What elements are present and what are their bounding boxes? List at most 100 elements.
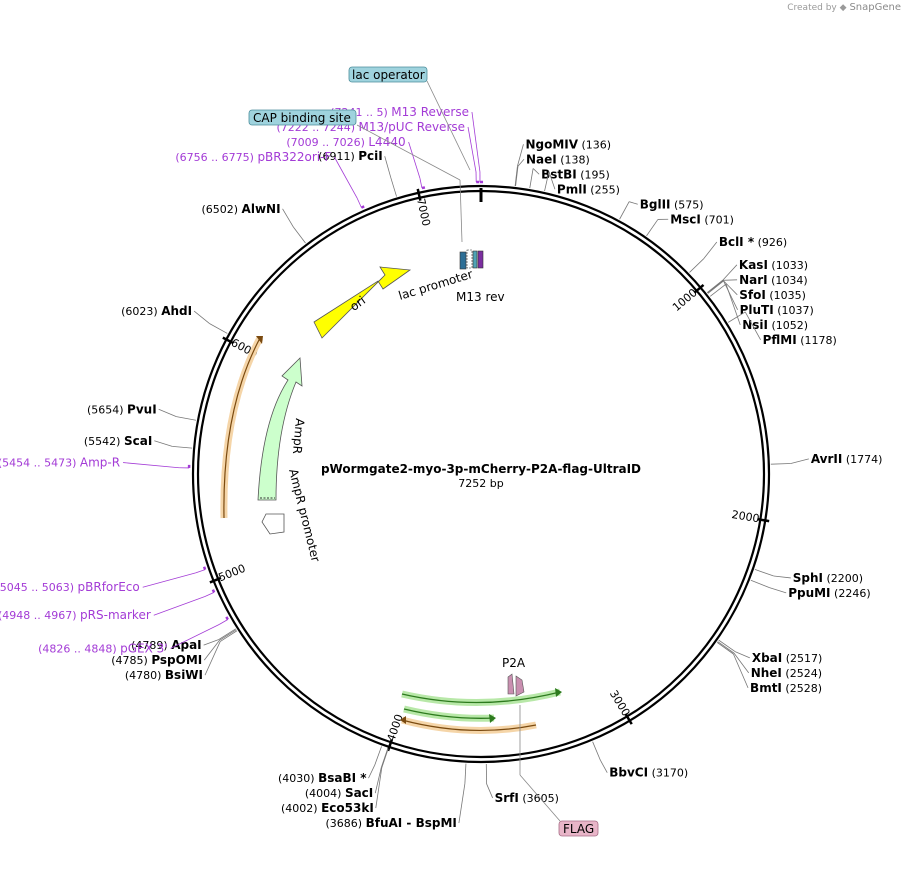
green-arc-1-line xyxy=(401,691,561,704)
enzyme-leader xyxy=(517,144,524,167)
enzyme-label: BbvCI (3170) xyxy=(609,766,688,780)
enzyme-leader xyxy=(750,579,770,588)
enzyme-leader xyxy=(176,416,197,421)
enzyme-name: BclI * xyxy=(719,235,755,249)
enzyme-position: (1033) xyxy=(768,259,808,272)
primer-range: (5045 .. 5063) xyxy=(0,581,78,594)
enzyme-leader xyxy=(529,168,534,189)
enzyme-position: (6023) xyxy=(121,305,161,318)
enzyme-leader xyxy=(193,310,211,325)
flag-box xyxy=(558,820,599,837)
enzyme-name: SphI xyxy=(793,571,823,585)
enzyme-name: ScaI xyxy=(124,434,152,448)
orange-arc-bottom-head xyxy=(400,716,406,724)
enzyme-name: MscI xyxy=(670,212,701,226)
enzyme-label: (3686) BfuAI - BspMI xyxy=(326,816,457,830)
enzyme-name: Eco53kI xyxy=(321,801,374,815)
enzyme-leader xyxy=(646,219,659,237)
enzyme-leader xyxy=(384,156,392,178)
enzyme-name: PluTI xyxy=(740,303,774,317)
enzyme-label: NgoMIV (136) xyxy=(525,137,611,151)
primer-range: (7009 .. 7026) xyxy=(286,136,368,149)
enzyme-position: (138) xyxy=(557,153,590,166)
enzyme-position: (195) xyxy=(577,168,610,181)
primer-label: (7009 .. 7026) L4440 xyxy=(286,135,405,149)
enzyme-leader xyxy=(381,748,389,768)
primer-leader xyxy=(153,596,206,616)
primer-mark xyxy=(225,616,229,621)
enzyme-label: (4002) Eco53kI xyxy=(281,801,374,815)
enzyme-leader xyxy=(515,166,519,187)
enzyme-label: PmlI (255) xyxy=(557,182,620,196)
enzyme-name: PspOMI xyxy=(151,653,202,667)
tick-label: 5000 xyxy=(217,562,248,584)
enzyme-name: SfoI xyxy=(739,288,766,302)
enzyme-leader xyxy=(769,587,787,594)
enzyme-name: BsiWI xyxy=(165,668,203,682)
enzyme-leader xyxy=(727,311,746,323)
enzyme-leader xyxy=(172,445,193,449)
enzyme-leader xyxy=(548,171,556,190)
cap-site-box xyxy=(248,109,357,126)
enzyme-leader xyxy=(629,201,638,205)
cap-site-box-label: CAP binding site xyxy=(253,111,351,125)
enzyme-label: BstBI (195) xyxy=(541,167,610,181)
enzyme-name: AvrII xyxy=(811,452,843,466)
enzyme-leader xyxy=(723,280,738,311)
primer-leader xyxy=(334,156,358,199)
primer-name: pRS-marker xyxy=(80,608,151,622)
enzyme-name: BglII xyxy=(640,197,671,211)
primer-mark xyxy=(421,186,426,190)
enzyme-position: (1035) xyxy=(766,289,806,302)
enzyme-leader xyxy=(703,241,718,259)
p2a-feature xyxy=(507,673,515,695)
flag-box-label: FLAG xyxy=(563,822,594,836)
enzyme-name: BbvCI xyxy=(609,766,648,780)
enzyme-name: SacI xyxy=(345,786,373,800)
lac-operator-box-label: lac operator xyxy=(352,68,425,82)
orange-arc-bottom-line xyxy=(401,719,537,732)
primer-label: (4826 .. 4848) pGEX 3' xyxy=(38,641,168,655)
enzyme-position: (1037) xyxy=(774,304,814,317)
enzyme-leader xyxy=(770,463,791,465)
enzyme-name: BmtI xyxy=(750,681,782,695)
enzyme-name: NaeI xyxy=(526,152,557,166)
primer-range: (4948 .. 4967) xyxy=(0,609,80,622)
primer-label: (5454 .. 5473) Amp-R xyxy=(0,456,120,470)
enzyme-name: NheI xyxy=(751,666,782,680)
primer-label: (4948 .. 4967) pRS-marker xyxy=(0,608,151,622)
enzyme-leader xyxy=(707,280,724,294)
enzyme-leader xyxy=(754,569,774,577)
cap-site-leader-2 xyxy=(459,179,463,243)
plasmid-length: 7252 bp xyxy=(458,477,503,490)
p2a-label: P2A xyxy=(502,656,526,670)
enzyme-name: PvuI xyxy=(127,402,157,416)
enzyme-leader xyxy=(293,226,306,244)
enzyme-position: (2517) xyxy=(782,652,822,665)
enzyme-label: NheI (2524) xyxy=(751,666,822,680)
enzyme-leader xyxy=(375,767,383,809)
primer-leader xyxy=(170,624,220,649)
tick-label: 2000 xyxy=(731,508,761,525)
enzyme-leader xyxy=(717,641,735,654)
enzyme-name: PpuMI xyxy=(788,586,830,600)
enzyme-leader xyxy=(734,651,751,659)
green-arc-2-head xyxy=(489,714,496,723)
enzyme-label: (6023) AhdI xyxy=(121,304,192,318)
enzyme-leader xyxy=(154,440,173,447)
ampr-promoter-feature xyxy=(261,513,285,535)
backbone-outer xyxy=(191,184,771,764)
enzyme-leader xyxy=(716,642,734,655)
enzyme-position: (6911) xyxy=(318,150,358,163)
primer-name: pBR322ori-F xyxy=(257,150,331,164)
primer-leader xyxy=(195,569,206,574)
primer-leader xyxy=(204,592,215,597)
enzyme-leader xyxy=(709,283,727,297)
primer-mark xyxy=(360,205,365,209)
cap-site-leader xyxy=(356,124,461,181)
primer-leader xyxy=(408,141,421,179)
enzyme-position: (2200) xyxy=(823,572,863,585)
enzyme-position: (2246) xyxy=(831,587,871,600)
enzyme-leader xyxy=(204,641,221,676)
enzyme-label: PluTI (1037) xyxy=(740,303,814,317)
